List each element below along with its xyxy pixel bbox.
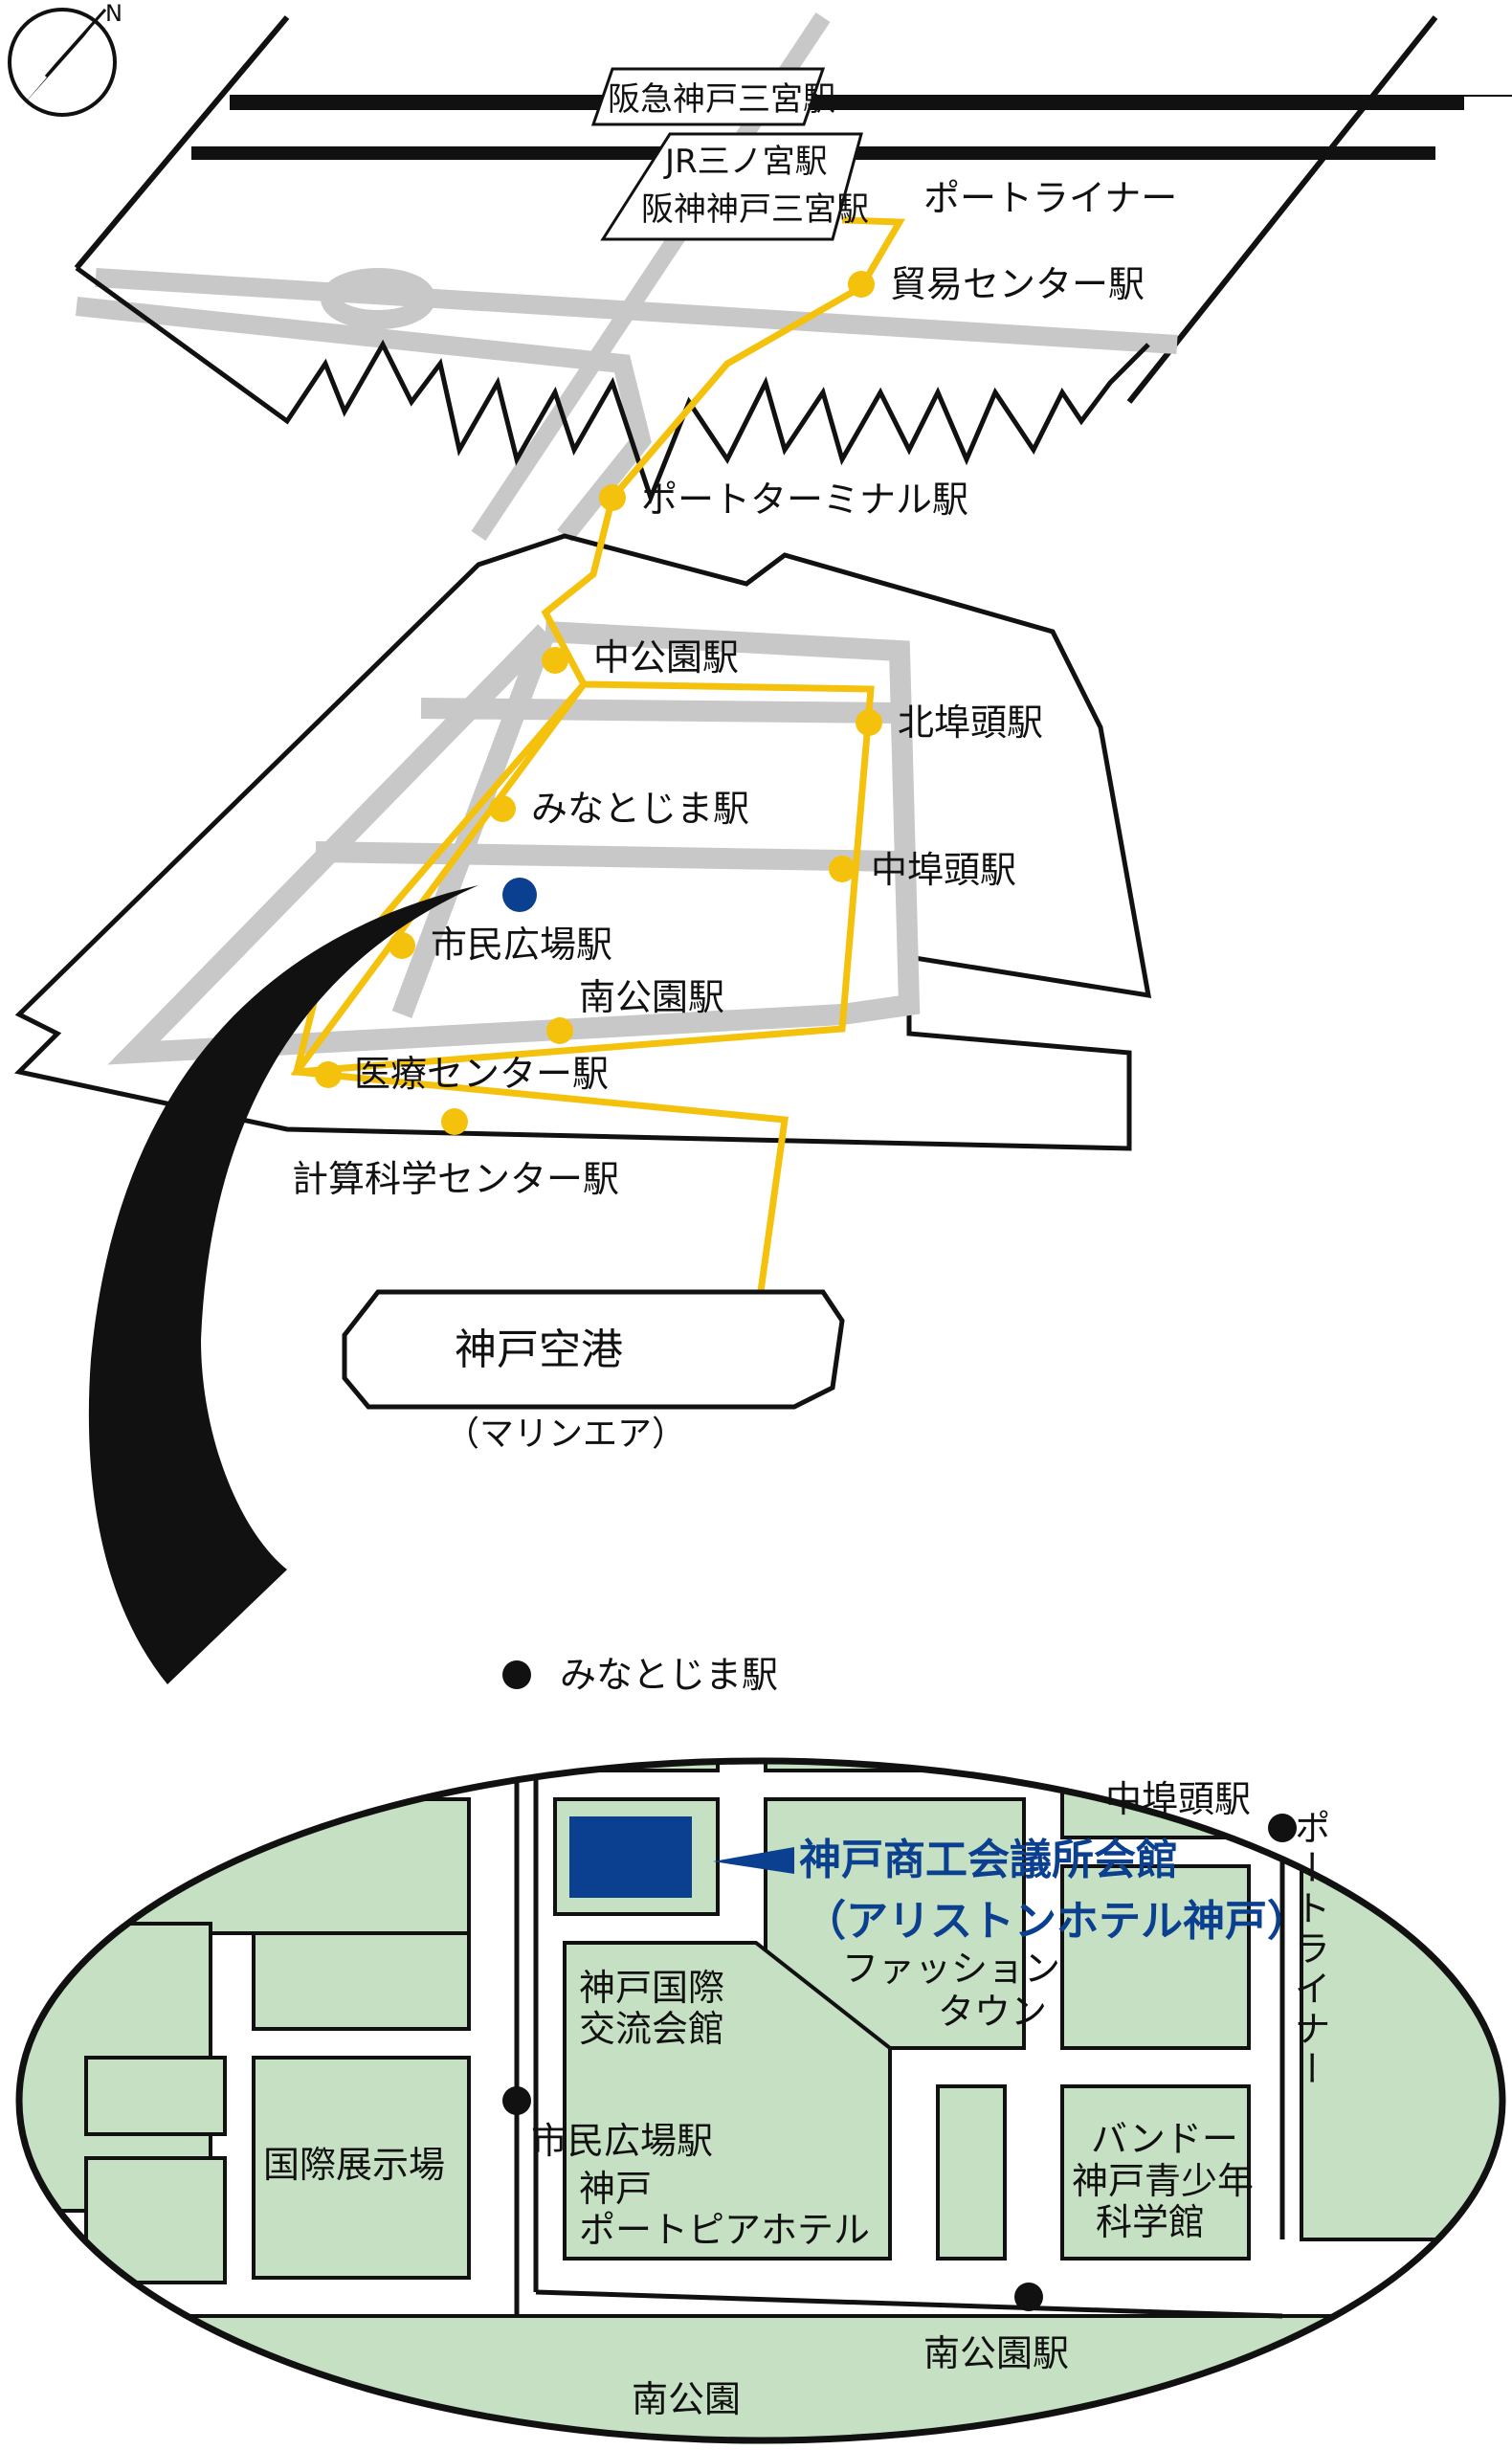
kita-futo-label: 北埠頭駅 bbox=[898, 702, 1043, 744]
airport-name: 神戸空港 bbox=[455, 1325, 623, 1374]
detail-kokusai-tenji: 国際展示場 bbox=[263, 2144, 445, 2186]
hanshin-label: 阪神神戸三宮駅 bbox=[641, 190, 869, 229]
detail-fashion-2: タウン bbox=[938, 1991, 1047, 2033]
shimin-hiroba-label: 市民広場駅 bbox=[431, 924, 612, 966]
north-arrow-icon: N bbox=[8, 0, 122, 117]
iryo-label: 医療センター駅 bbox=[354, 1053, 609, 1095]
detail-bando-1: バンドー bbox=[1091, 2118, 1238, 2160]
detail-station-dots bbox=[502, 1660, 1297, 2311]
detail-naka-futo: 中埠頭駅 bbox=[1105, 1778, 1251, 1820]
detail-port-liner: ポートライナー bbox=[1288, 1809, 1330, 2090]
hankyu-label: 阪急神戸三宮駅 bbox=[608, 80, 835, 119]
top-station-boxes: 阪急神戸三宮駅 JR三ノ宮駅 阪神神戸三宮駅 bbox=[590, 67, 869, 241]
detail-labels: みなとじま駅 中埠頭駅 神戸商工会議所会館 （アリストンホテル神戸） ファッショ… bbox=[263, 1654, 1330, 2420]
naka-koen-label: 中公園駅 bbox=[593, 636, 739, 679]
minatojima-label: みなとじま駅 bbox=[531, 788, 749, 830]
jr-label: JR三ノ宮駅 bbox=[663, 143, 828, 181]
detail-hq-alias: （アリストンホテル神戸） bbox=[804, 1897, 1309, 1946]
station-labels: ポートライナー 貿易センター駅 ポートターミナル駅 中公園駅 北埠頭駅 みなとじ… bbox=[292, 177, 1177, 1200]
city-roads bbox=[75, 268, 1178, 543]
airport: 神戸空港 （マリンエア） bbox=[342, 1289, 845, 1454]
detail-kokusai-koryu-2: 交流会館 bbox=[579, 2008, 724, 2050]
naka-futo-label: 中埠頭駅 bbox=[871, 849, 1016, 891]
hq-pointer-icon bbox=[713, 1847, 794, 1874]
pier-outline bbox=[75, 265, 1150, 505]
detail-bando-2: 神戸青少年 bbox=[1072, 2160, 1254, 2202]
port-liner-route bbox=[290, 216, 906, 1329]
detail-hq-name: 神戸商工会議所会館 bbox=[799, 1836, 1178, 1884]
hq-location-dot bbox=[502, 878, 537, 912]
detail-fashion-1: ファッション bbox=[842, 1948, 1060, 1990]
detail-minami-koen: 南公園 bbox=[632, 2378, 741, 2420]
island-roads bbox=[107, 621, 921, 1065]
port-island-outline bbox=[13, 533, 1152, 1151]
detail-minami-koen-station: 南公園駅 bbox=[923, 2332, 1069, 2374]
airport-alias: （マリンエア） bbox=[445, 1414, 686, 1454]
north-label: N bbox=[105, 0, 122, 27]
detail-bando-3: 科学館 bbox=[1096, 2201, 1205, 2243]
keisan-label: 計算科学センター駅 bbox=[292, 1158, 619, 1200]
detail-portopia-1: 神戸 bbox=[579, 2168, 652, 2210]
zoom-connector bbox=[88, 885, 479, 1684]
detail-shimin-hiroba: 市民広場駅 bbox=[531, 2120, 713, 2162]
detail-oval-border bbox=[15, 1757, 1506, 2444]
detail-kokusai-koryu-1: 神戸国際 bbox=[579, 1967, 724, 2009]
port-terminal-label: ポートターミナル駅 bbox=[641, 479, 968, 521]
port-liner-top-label: ポートライナー bbox=[923, 177, 1177, 219]
hq-building bbox=[569, 1816, 692, 1898]
detail-minatojima: みなとじま駅 bbox=[560, 1654, 778, 1696]
boeki-label: 貿易センター駅 bbox=[890, 263, 1145, 305]
minami-koen-label: 南公園駅 bbox=[579, 976, 724, 1018]
detail-portopia-2: ポートピアホテル bbox=[579, 2209, 870, 2251]
